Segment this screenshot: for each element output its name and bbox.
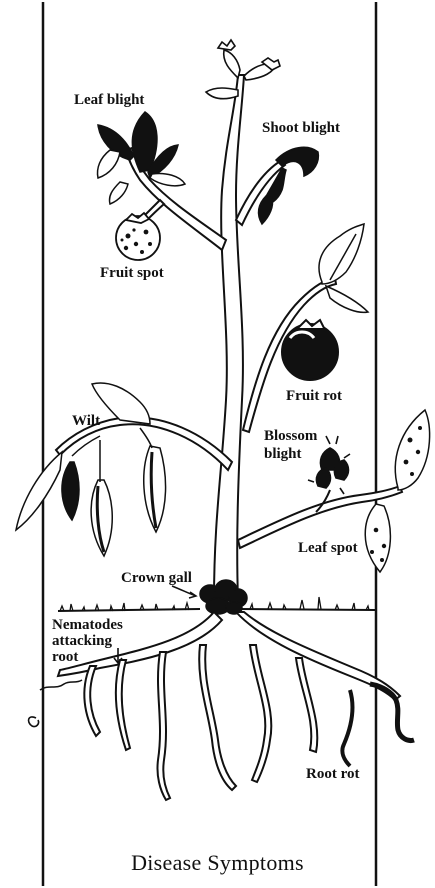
crown-gall-mass <box>200 580 247 614</box>
label-nematodes-line3: root <box>52 649 78 665</box>
crown-gall-pointer <box>172 586 196 598</box>
right-upper-leaf <box>319 224 368 312</box>
label-nematodes-line2: attacking <box>52 633 112 649</box>
label-fruit-spot: Fruit spot <box>100 265 164 281</box>
label-shoot-blight: Shoot blight <box>262 120 340 136</box>
main-stem <box>214 75 244 600</box>
leaf-blight-leaves <box>98 112 186 204</box>
label-root-rot: Root rot <box>306 766 359 782</box>
figure-caption: Disease Symptoms <box>0 850 435 876</box>
label-blossom-blight-line2: blight <box>264 446 302 462</box>
label-leaf-blight: Leaf blight <box>74 92 144 108</box>
label-crown-gall: Crown gall <box>121 570 192 586</box>
label-blossom-blight-line1: Blossom <box>264 428 317 444</box>
root-rot-dark <box>342 684 414 766</box>
fruit-rot-tomato <box>282 320 338 380</box>
shoot-blight-leaves <box>259 147 319 224</box>
label-wilt: Wilt <box>72 413 100 429</box>
wilt-leaves <box>16 383 166 556</box>
label-leaf-spot: Leaf spot <box>298 540 358 556</box>
label-fruit-rot: Fruit rot <box>286 388 342 404</box>
label-nematodes-line1: Nematodes <box>52 617 123 633</box>
fruit-spot-tomato <box>116 213 160 260</box>
